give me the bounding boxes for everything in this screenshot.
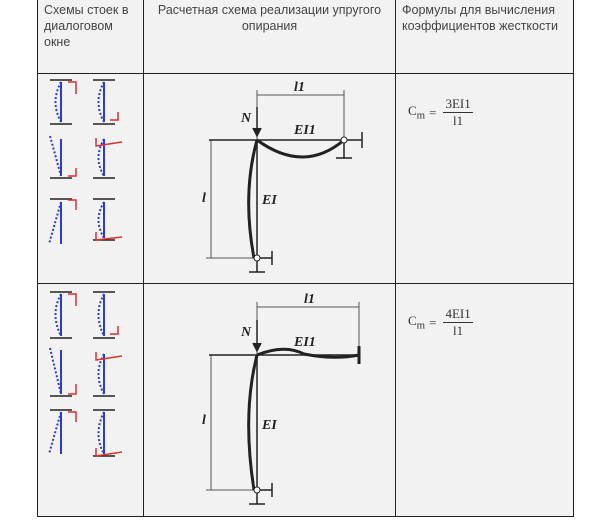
row1-design-scheme: N EI1 EI l l1 (144, 74, 396, 284)
beam-stiffness-label: EI1 (293, 123, 316, 138)
row2-dialog-schemes (38, 284, 144, 516)
header-column-schemes: Схемы стоек в диалоговом окне (38, 0, 144, 74)
span-label: l1 (294, 80, 305, 95)
row1-dialog-schemes (38, 74, 144, 284)
frame-diagram-fixed-beam: N EI1 EI l l1 (202, 292, 361, 505)
column-stiffness-label: EI (261, 193, 277, 208)
column-schematic-icons (48, 79, 123, 245)
row2-design-scheme: N EI1 EI l l1 (144, 284, 396, 516)
header-column-formulas: Формулы для вычисления коэффициентов жес… (396, 0, 573, 74)
load-label: N (240, 325, 252, 340)
column-schematic-icons (48, 291, 123, 457)
column-stiffness-label: EI (261, 418, 277, 433)
load-label: N (240, 111, 252, 126)
beam-stiffness-label: EI1 (293, 335, 316, 350)
span-label: l1 (304, 292, 315, 307)
header-column-design-scheme: Расчетная схема реализации упругого опир… (144, 0, 396, 74)
height-label: l (202, 191, 206, 206)
stiffness-table: Схемы стоек в диалоговом окне Расчетная … (37, 0, 574, 517)
frame-diagram-pinned-beam: N EI1 EI l l1 (202, 80, 363, 273)
height-label: l (202, 413, 206, 428)
